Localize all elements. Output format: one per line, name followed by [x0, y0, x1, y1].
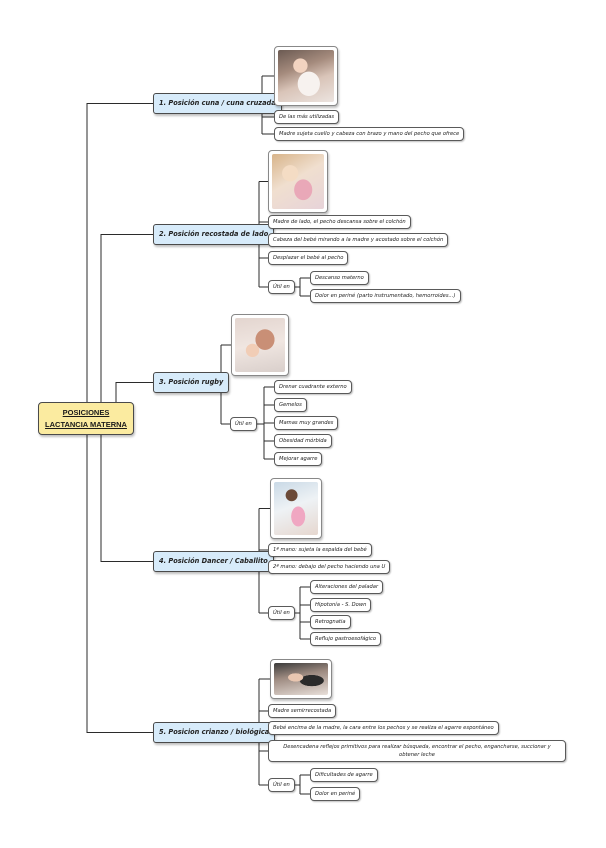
branch-1-topic[interactable]: 1. Posición cuna / cuna cruzada [153, 93, 282, 114]
branch-3-useful-label[interactable]: Útil en [230, 417, 257, 431]
root-topic[interactable]: POSICIONES LACTANCIA MATERNA [38, 402, 134, 435]
root-link-4 [38, 418, 153, 562]
branch-2-item-2[interactable]: Cabeza del bebé mirando a la madre y aco… [268, 233, 449, 247]
branch-5-useful-item-2[interactable]: Dolor en periné [310, 787, 361, 801]
branch-3-useful-item-2[interactable]: Gemelos [274, 398, 307, 412]
branch-1-photo [274, 46, 338, 106]
root-link-1 [38, 103, 153, 419]
branch-4-photo [270, 478, 322, 539]
root-link-5 [38, 418, 153, 733]
branch-2-item-1[interactable]: Madre de lado, el pecho descansa sobre e… [268, 215, 411, 229]
branch-2-useful-item-1[interactable]: Descanso materno [310, 271, 369, 285]
branch-4-useful-item-3[interactable]: Retrognatia [310, 615, 351, 629]
branch-3-useful-item-4[interactable]: Obesidad mórbida [274, 434, 332, 448]
branch-3-topic[interactable]: 3. Posición rugby [153, 372, 230, 393]
branch-2-photo [268, 150, 328, 213]
branch-5-useful-item-1[interactable]: Dificultades de agarre [310, 768, 378, 782]
branch-4-topic[interactable]: 4. Posición Dancer / Caballito [153, 551, 274, 572]
branch-5-topic[interactable]: 5. Posicion crianzo / biológica [153, 722, 276, 743]
branch-3-useful-item-3[interactable]: Mamas muy grandes [274, 416, 339, 430]
branch-1-item-1[interactable]: De las más utilizadas [274, 110, 340, 124]
branch-1-item-2[interactable]: Madre sujeta cuello y cabeza con brazo y… [274, 127, 465, 141]
branch-5-item-3[interactable]: Desencadena reflejos primitivos para rea… [268, 740, 566, 762]
branch-4-item-2[interactable]: 2ª mano: debajo del pecho haciendo una U [268, 560, 391, 574]
branch-5-photo [270, 659, 332, 699]
branch-3-useful-links [257, 386, 274, 460]
branch-2-useful-links [295, 277, 310, 297]
branch-5-useful-links [295, 774, 310, 795]
branch-2-item-3[interactable]: Desplazar el bebé al pecho [268, 251, 349, 265]
branch-4-useful-label[interactable]: Útil en [268, 606, 295, 620]
root-link-2 [38, 234, 153, 419]
branch-4-useful-item-1[interactable]: Alteraciones del paladar [310, 580, 384, 594]
branch-4-item-1[interactable]: 1ª mano: sujeta la espalda del bebé [268, 543, 372, 557]
branch-4-useful-item-2[interactable]: Hipotonía - S. Down [310, 598, 372, 612]
branch-3-useful-item-1[interactable]: Drenar cuadrante externo [274, 380, 352, 394]
branch-3-useful-item-5[interactable]: Mejorar agarre [274, 452, 323, 466]
branch-5-useful-label[interactable]: Útil en [268, 778, 295, 792]
branch-4-useful-item-4[interactable]: Reflujo gastroesofágico [310, 632, 382, 646]
branch-2-useful-item-2[interactable]: Dolor en periné (parto instrumentado, he… [310, 289, 461, 303]
branch-5-item-1[interactable]: Madre semirrecostada [268, 704, 337, 718]
branch-2-useful-label[interactable]: Útil en [268, 280, 295, 294]
branch-5-item-2[interactable]: Bebé encima de la madre, la cara entre l… [268, 721, 499, 735]
branch-4-useful-links [295, 586, 310, 640]
branch-2-topic[interactable]: 2. Posición recostada de lado [153, 224, 275, 245]
branch-3-photo [231, 314, 289, 376]
